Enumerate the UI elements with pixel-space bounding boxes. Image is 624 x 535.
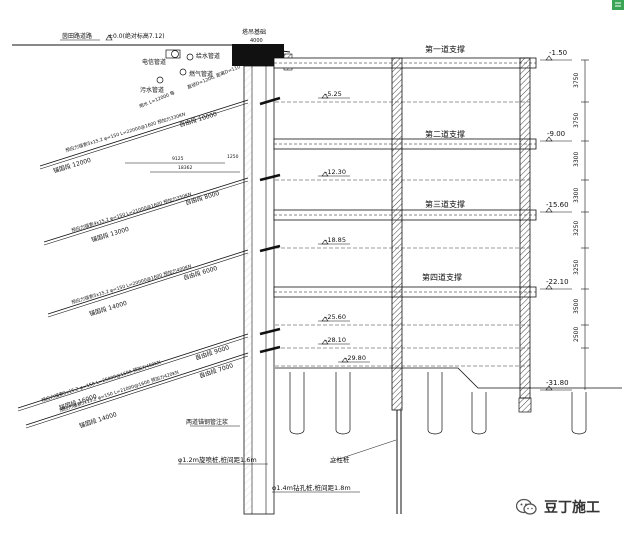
crane-foundation	[232, 44, 284, 66]
anchor-spec: 预应力锚索5x15.2 φ=150 L=22000@1600 预加力330KN	[65, 111, 187, 154]
anchor-cables	[17, 96, 281, 429]
anchor-anchored: 锚固段 13000	[90, 225, 130, 244]
elevation-label: -9.00	[547, 130, 565, 138]
spacing-label: 3750	[573, 73, 580, 88]
anchor-free: 自由段 9000	[194, 343, 230, 362]
support-label: 第二道支撑	[425, 129, 465, 139]
utility-label: 电信管道	[142, 58, 166, 66]
callout-rotary-pile: φ1.2m旋喷桩,桩间距1.6m	[178, 455, 257, 464]
zero-elevation: ±0.0(绝对标高7.12)	[108, 32, 165, 40]
callout-anchor-pipe: 两道锚钢管注浆	[186, 418, 228, 426]
watermark: 豆丁施工	[516, 497, 600, 517]
spacing-label: 3250	[573, 260, 580, 275]
anchor-anchored: 锚固段 14000	[88, 299, 128, 318]
struts	[273, 57, 537, 298]
spacing-label: 2500	[573, 327, 580, 342]
elevation-label: -31.80	[546, 379, 569, 387]
elevation-label: -22.10	[546, 278, 569, 286]
crane-width: 4000	[250, 38, 263, 44]
anchor-free: 自由段 7000	[198, 361, 234, 380]
spacing-label: 3300	[573, 188, 580, 203]
spacing-label: 3300	[573, 152, 580, 167]
spacing-label: 3750	[573, 113, 580, 128]
spacing-label: 3250	[573, 221, 580, 236]
watermark-label: 豆丁施工	[544, 500, 600, 516]
dig-level: -18.85	[325, 236, 346, 244]
support-label: 第一道支撑	[425, 44, 465, 54]
columns	[391, 57, 531, 411]
elevation-label: -15.60	[546, 201, 569, 209]
dig-level: -29.80	[345, 354, 366, 362]
corner-badge	[612, 0, 624, 10]
dimension-chain	[581, 59, 589, 390]
crane-foundation-label: 塔吊基础	[242, 28, 266, 36]
anchor-anchored: 锚固段 14000	[78, 410, 118, 430]
anchor-dim: 9125	[172, 156, 184, 162]
support-label: 第三道支撑	[425, 199, 465, 209]
callout-column-pile: 立柱桩	[330, 455, 350, 464]
utilities: 电信管道 给水管道 燃气管道 污水管道 直径D=1200, 距离D=110 雨水…	[138, 49, 241, 110]
wechat-icon	[516, 498, 537, 515]
dig-level: -25.60	[325, 313, 346, 321]
anchor-dim: 18362	[178, 165, 192, 171]
anchor-free: 自由段 8000	[184, 189, 220, 207]
utility-label: 给水管道	[196, 52, 220, 60]
column-piles	[289, 372, 587, 435]
spacing-label: 3500	[573, 299, 580, 314]
dig-level-markers	[318, 93, 370, 363]
pit-bottom-profile	[275, 367, 622, 389]
anchor-dim: 1250	[227, 154, 239, 160]
elevation-label: -1.50	[549, 49, 567, 57]
retaining-wall	[243, 65, 275, 515]
elevation-markers	[540, 55, 572, 391]
callout-bored-pile: φ1.4m钻孔桩,桩间距1.8m	[272, 483, 351, 492]
dig-level: -28.10	[325, 336, 346, 344]
utility-label: 污水管道	[140, 86, 164, 94]
utility-label: 燃气管道	[189, 70, 213, 78]
support-label: 第四道支撑	[422, 272, 462, 282]
dig-level: -5.25	[325, 90, 342, 98]
road-label: 茵田路道路	[62, 32, 92, 40]
dig-level: -12.30	[325, 168, 346, 176]
excavation-lines	[275, 101, 530, 367]
anchor-spec: 预应力锚索4x15.2 φ=150 L=21000@1600 预加力350KN	[71, 191, 193, 234]
anchor-spec: 预应力锚索5x15.2 φ=150 L=20000@1600 预加力400KN	[71, 263, 193, 306]
